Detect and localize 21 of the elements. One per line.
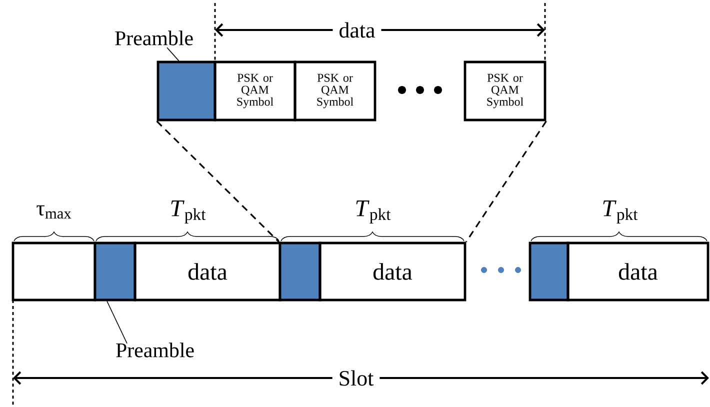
preamble-box (94, 242, 136, 302)
symbol-box: PSK or QAM Symbol (464, 60, 546, 122)
symbol-box: PSK or QAM Symbol (214, 60, 296, 122)
brace-label: T$_{pkt}$ (356, 200, 391, 224)
preamble-box (528, 242, 570, 302)
data-box: data (566, 242, 710, 302)
zoom-line (156, 120, 280, 242)
brace-label: τ$_{max}$ (36, 205, 72, 219)
preamble-box (278, 242, 322, 302)
preamble-label: Preamble (116, 342, 194, 358)
brace-label: T$_{pkt}$ (171, 200, 206, 224)
leader-line (106, 300, 128, 344)
preamble-box (156, 60, 216, 122)
symbol-box: PSK or QAM Symbol (294, 60, 376, 122)
dimension-label: data (332, 21, 382, 39)
zoom-line (466, 120, 547, 242)
dimension-label: Slot (332, 369, 380, 387)
brace-label: T$_{pkt}$ (603, 200, 638, 224)
leader-line (166, 47, 180, 62)
data-box: data (318, 242, 466, 302)
preamble-label: Preamble (115, 30, 193, 46)
